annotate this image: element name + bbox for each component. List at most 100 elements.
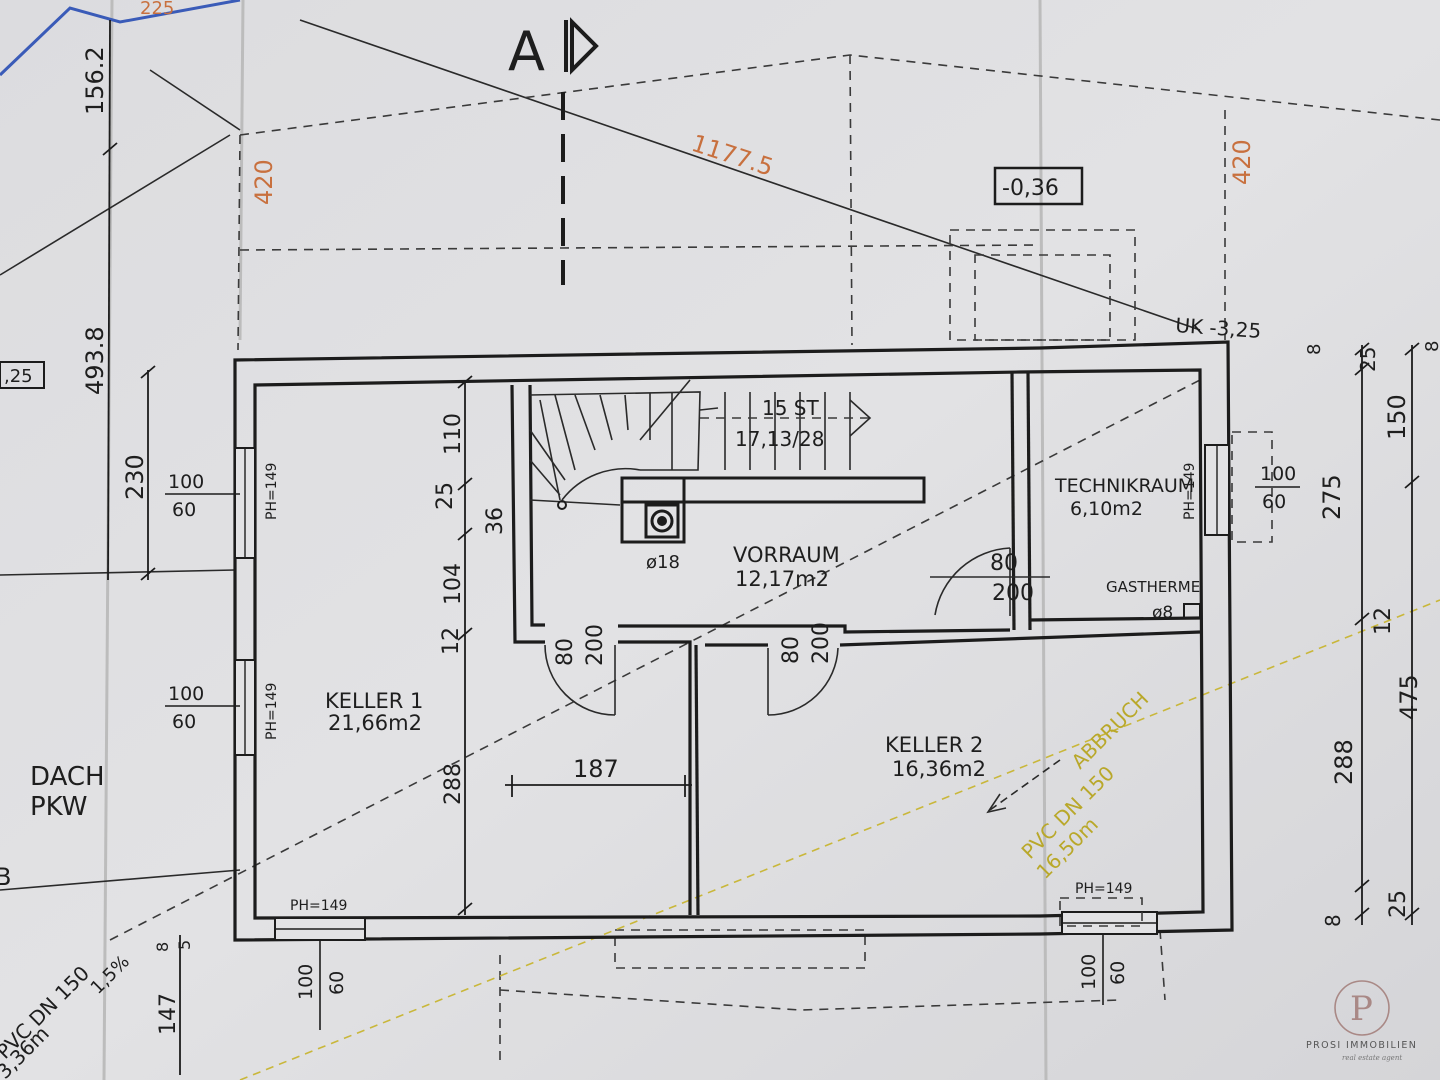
room-keller2-name: KELLER 2 xyxy=(885,733,983,757)
paper-fold-right xyxy=(1038,0,1048,1080)
dim-150: 150 xyxy=(1383,394,1411,440)
site-diagonal xyxy=(299,19,1201,331)
window-right xyxy=(1204,431,1273,543)
dim-chain-keller1 xyxy=(457,375,473,916)
door-keller1-width: 80 xyxy=(553,638,578,666)
orange-dim-top: 225 xyxy=(140,0,174,19)
door-technik xyxy=(930,547,1050,616)
dim-chain-left xyxy=(102,19,181,1075)
level-box-top xyxy=(993,166,1084,206)
window-size-left-lower: 100 60 xyxy=(165,683,240,733)
dim-187: 187 xyxy=(573,755,619,783)
dim-5-left: 5 xyxy=(175,940,194,950)
door-technik-height: 200 xyxy=(992,581,1034,606)
label-dach: DACH xyxy=(30,762,105,792)
logo-tagline: real estate agent xyxy=(1342,1054,1402,1062)
door-keller2-height: 200 xyxy=(809,622,834,664)
dim-288-inner: 288 xyxy=(441,763,466,805)
svg-text:60: 60 xyxy=(1107,961,1129,985)
dashed-box-outer xyxy=(949,229,1136,341)
ph-label-left-upper: PH=149 xyxy=(264,463,280,520)
gastherme-label: GASTHERME xyxy=(1106,578,1200,596)
dashed-vertical-1 xyxy=(849,54,853,346)
paper-fold-mid xyxy=(238,0,245,341)
slope-line-left xyxy=(149,69,241,131)
label-pkw: PKW xyxy=(30,792,88,822)
svg-text:60: 60 xyxy=(172,499,196,521)
door-keller2 xyxy=(767,647,839,716)
dim-104: 104 xyxy=(441,563,466,605)
window-size-bottom-left: 100 60 xyxy=(295,940,348,1030)
level-box-top-text: -0,36 xyxy=(1002,176,1059,201)
dashed-line-mid xyxy=(239,244,1041,251)
dim-156-2: 156.2 xyxy=(81,46,109,115)
window-size-left-upper: 100 60 xyxy=(165,471,240,521)
ph-label-right: PH=149 xyxy=(1182,463,1198,520)
dim-8-left: 8 xyxy=(153,942,172,952)
property-boundary-line xyxy=(0,0,241,77)
dim-line-187 xyxy=(505,775,692,797)
dim-475: 475 xyxy=(1395,674,1423,720)
stair-ratio: 17,13/28 xyxy=(735,427,824,451)
dim-275: 275 xyxy=(1318,474,1346,520)
level-box-left xyxy=(0,361,45,389)
section-marker: A xyxy=(508,17,599,285)
gastherme-icon xyxy=(1183,603,1201,619)
dim-493-8: 493.8 xyxy=(81,326,109,395)
door-technik-width: 80 xyxy=(990,551,1018,576)
logo-letter: P xyxy=(1350,989,1373,1029)
dashed-diagonal-building xyxy=(109,379,1201,941)
room-technik-area: 6,10m2 xyxy=(1070,498,1143,520)
slope-line-left-2 xyxy=(0,134,231,276)
building-walls xyxy=(233,340,1234,942)
yellow-pipe-line xyxy=(239,599,1440,1080)
dashed-baseline-bottom xyxy=(499,989,1121,1011)
dashed-box-inner xyxy=(974,254,1111,341)
dim-12-right: 12 xyxy=(1371,607,1396,635)
dim-8-right-far: 8 xyxy=(1422,341,1440,352)
svg-text:60: 60 xyxy=(1262,491,1286,513)
window-left-lower xyxy=(234,659,256,756)
stair-count: 15 ST xyxy=(762,396,820,420)
logo-name: PROSI IMMOBILIEN xyxy=(1306,1040,1417,1051)
slope-line-left-3 xyxy=(0,569,236,576)
window-left-upper xyxy=(234,447,256,559)
window-bottom-right xyxy=(1059,897,1158,935)
dim-147: 147 xyxy=(156,993,181,1035)
svg-text:100: 100 xyxy=(168,683,204,705)
svg-text:60: 60 xyxy=(172,711,196,733)
room-vorraum-name: VORRAUM xyxy=(733,543,840,567)
ph-label-left-lower: PH=149 xyxy=(264,683,280,740)
ph-label-bottom-left: PH=149 xyxy=(290,898,347,914)
label-b: B xyxy=(0,863,11,891)
door-keller1 xyxy=(544,644,616,716)
level-uk: UK -3,25 xyxy=(1175,313,1262,343)
dim-36: 36 xyxy=(483,507,508,535)
dashed-vertical-left xyxy=(237,134,241,351)
svg-text:100: 100 xyxy=(1260,463,1296,485)
ph-label-bottom-right: PH=149 xyxy=(1075,881,1132,897)
dashed-bottom-right xyxy=(1159,929,1166,1001)
window-size-bottom-right: 100 60 xyxy=(1078,935,1129,1005)
svg-text:100: 100 xyxy=(1078,954,1100,990)
room-keller2-area: 16,36m2 xyxy=(892,757,986,781)
window-bottom-left xyxy=(274,917,366,941)
svg-text:100: 100 xyxy=(168,471,204,493)
room-vorraum-area: 12,17m2 xyxy=(735,567,829,591)
svg-text:60: 60 xyxy=(326,971,348,995)
dim-25-right-top: 25 xyxy=(1356,347,1380,372)
section-marker-letter: A xyxy=(508,20,545,83)
door-keller2-width: 80 xyxy=(779,636,804,664)
dim-12-inner: 12 xyxy=(439,627,464,655)
door-keller1-height: 200 xyxy=(583,624,608,666)
logo-circle-icon xyxy=(1334,980,1390,1036)
company-logo: P xyxy=(1334,980,1390,1036)
dim-8-right-top: 8 xyxy=(1304,344,1325,355)
dim-230: 230 xyxy=(121,454,149,500)
room-technik-name: TECHNIKRAUM xyxy=(1054,475,1194,497)
staircase xyxy=(529,379,926,544)
dim-25-right-bottom: 25 xyxy=(1386,890,1411,918)
chimney-diameter: ø18 xyxy=(646,552,680,573)
dim-110: 110 xyxy=(441,413,466,455)
